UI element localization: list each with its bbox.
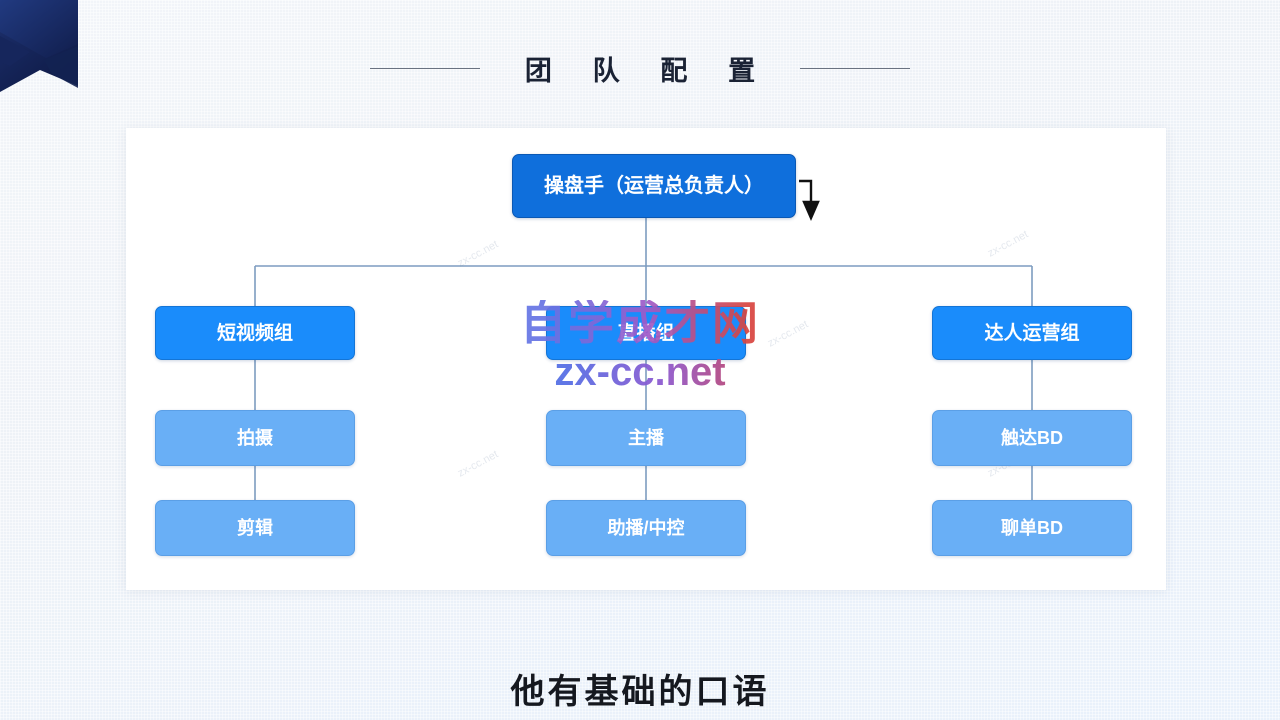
org-node-group-livestream[interactable]: 直播组 bbox=[546, 306, 746, 360]
org-node-outreach-bd[interactable]: 触达BD bbox=[932, 410, 1132, 466]
org-node-group-influencer-ops[interactable]: 达人运营组 bbox=[932, 306, 1132, 360]
slide-header: 团 队 配 置 bbox=[0, 44, 1280, 92]
header-rule-right bbox=[800, 67, 911, 69]
org-node-group-short-video[interactable]: 短视频组 bbox=[155, 306, 355, 360]
org-node-label: 拍摄 bbox=[237, 428, 273, 448]
org-node-label: 主播 bbox=[628, 428, 664, 448]
org-node-label: 聊单BD bbox=[1001, 518, 1063, 538]
org-node-chat-bd[interactable]: 聊单BD bbox=[932, 500, 1132, 556]
org-node-anchor[interactable]: 主播 bbox=[546, 410, 746, 466]
org-chart: zx-cc.net zx-cc.net zx-cc.net zx-cc.net … bbox=[126, 128, 1166, 590]
org-node-assistant-anchor[interactable]: 助播/中控 bbox=[546, 500, 746, 556]
org-node-label: 剪辑 bbox=[237, 518, 273, 538]
org-node-label: 助播/中控 bbox=[607, 518, 685, 538]
org-node-label: 达人运营组 bbox=[984, 322, 1080, 344]
subtitle-caption: 他有基础的口语 bbox=[510, 674, 770, 711]
org-node-label: 直播组 bbox=[617, 322, 675, 344]
org-node-label: 短视频组 bbox=[216, 322, 293, 344]
org-node-shooting[interactable]: 拍摄 bbox=[155, 410, 355, 466]
org-node-root[interactable]: 操盘手（运营总负责人） bbox=[512, 154, 796, 218]
header-rule-left bbox=[369, 67, 480, 69]
org-node-label: 触达BD bbox=[1001, 428, 1063, 448]
org-node-root-label: 操盘手（运营总负责人） bbox=[544, 175, 764, 197]
org-chart-connectors bbox=[254, 218, 1033, 500]
page-title: 团 队 配 置 bbox=[524, 55, 773, 86]
org-node-editing[interactable]: 剪辑 bbox=[155, 500, 355, 556]
